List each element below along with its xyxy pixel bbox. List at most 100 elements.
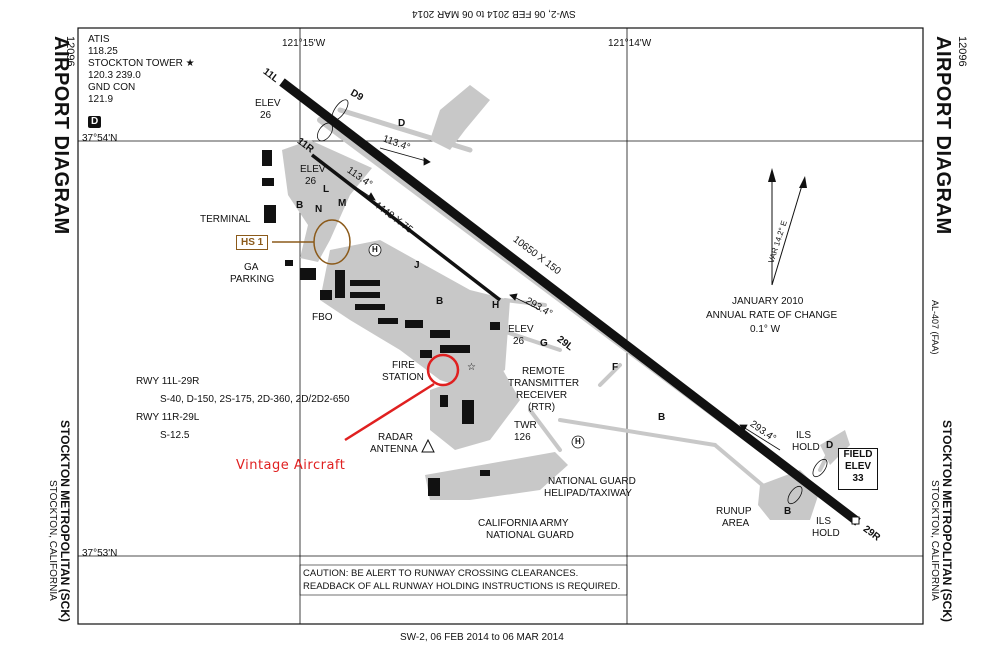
vintage-aircraft-circle (426, 353, 460, 387)
ils-hold-label-4: HOLD (812, 528, 840, 539)
d-box: D (88, 116, 102, 128)
apron-north (430, 85, 490, 150)
hangar (405, 320, 423, 328)
runway1-strength: S-40, D-150, 2S-175, 2D-360, 2D/2D2-650 (160, 394, 350, 405)
rtr-label-3: RECEIVER (516, 390, 568, 401)
longitude-label-1: 121°15'W (282, 38, 326, 49)
tower-label: STOCKTON TOWER ★ (88, 58, 195, 69)
magnetic-north-line (771, 181, 804, 286)
left-airport-name: STOCKTON METROPOLITAN (SCK) (58, 420, 72, 622)
elev-29l-label: ELEV (508, 324, 534, 335)
ground-label: GND CON (88, 82, 136, 93)
building (480, 470, 490, 476)
caution-notice: CAUTION: BE ALERT TO RUNWAY CROSSING CLE… (303, 567, 620, 593)
taxiway-h-label: H (492, 300, 500, 311)
left-city: STOCKTON, CALIFORNIA (47, 480, 58, 601)
elev-11r-label: ELEV (300, 164, 326, 175)
fbo-building (335, 270, 345, 298)
rtr-label-1: REMOTE (522, 366, 565, 377)
latitude-label-2: 37°53'N (82, 548, 118, 559)
building (490, 322, 500, 330)
apron-tower (430, 365, 520, 450)
ils-hold-label-2: HOLD (792, 442, 820, 453)
taxiway-b3-label: B (658, 412, 666, 423)
apron-terminal (282, 140, 372, 262)
right-airport-name: STOCKTON METROPOLITAN (SCK) (940, 420, 954, 622)
ils-hold-mark (787, 485, 803, 505)
runup-label-2: AREA (722, 518, 750, 529)
fire-station-label-1: FIRE (392, 360, 415, 371)
caution-line-1: CAUTION: BE ALERT TO RUNWAY CROSSING CLE… (303, 568, 579, 579)
guard-building (428, 478, 440, 496)
building (262, 150, 272, 166)
atis-frequency: 118.25 (88, 46, 118, 57)
tower-label-map: TWR (514, 420, 537, 431)
taxiway-n-label: N (315, 204, 323, 215)
right-title: AIRPORT DIAGRAM (932, 36, 954, 235)
hangar (378, 318, 398, 324)
bottom-effective-date: SW-2, 06 FEB 2014 to 06 MAR 2014 (400, 632, 564, 643)
radar-label-1: RADAR (378, 432, 414, 443)
runway2-name: RWY 11R-29L (136, 412, 200, 423)
ils-hold-label-3: ILS (816, 516, 832, 527)
guard-heli-label-1: NATIONAL GUARD (548, 476, 636, 487)
taxiway-g (498, 328, 562, 352)
chart-frame (77, 27, 924, 625)
runway-11R-29L (310, 153, 502, 302)
radar-antenna-icon (421, 438, 435, 453)
left-title: AIRPORT DIAGRAM (50, 36, 72, 235)
building (320, 290, 332, 300)
ils-hold-mark (331, 99, 349, 121)
true-north-arrow (768, 168, 776, 182)
building (420, 350, 432, 358)
tower-elev-label: 126 (514, 432, 531, 443)
atis-label: ATIS (88, 34, 110, 45)
vintage-aircraft-arrow (344, 382, 435, 442)
caution-line-2: READBACK OF ALL RUNWAY HOLDING INSTRUCTI… (303, 581, 621, 592)
elev-11r: 26 (305, 176, 317, 187)
runway-11L-29R (279, 78, 861, 526)
ils-hold-mark (812, 458, 828, 478)
latitude-label-1: 37°54'N (82, 133, 118, 144)
taxiway-b2-label: B (436, 296, 444, 307)
elev-11l: 26 (260, 110, 272, 121)
taxiway-heli (528, 408, 562, 452)
taxiway-b-label: B (296, 200, 304, 211)
longitude-label-2: 121°14'W (608, 38, 652, 49)
ga-parking-label-2: PARKING (230, 274, 275, 285)
army-label-2: NATIONAL GUARD (486, 530, 574, 541)
taxiway-g-label: G (540, 338, 548, 349)
rtr-label-4: (RTR) (528, 402, 556, 413)
heliport-icon (368, 243, 382, 257)
top-effective-date: SW-2, 06 FEB 2014 to 06 MAR 2014 (412, 8, 576, 19)
taxiway-b-east (713, 443, 782, 502)
buildings (262, 150, 500, 496)
army-label-1: CALIFORNIA ARMY (478, 518, 569, 529)
hangar (350, 292, 380, 298)
runup-label-1: RUNUP (716, 506, 752, 517)
tower-frequency: 120.3 239.0 (88, 70, 141, 81)
fire-station-label-2: STATION (382, 372, 424, 383)
building (262, 178, 274, 186)
elev-29l: 26 (513, 336, 525, 347)
elev-11l-label: ELEV (255, 98, 281, 109)
ga-parking-label-1: GA (244, 262, 259, 273)
hot-spot-hs1: HS 1 (236, 235, 269, 250)
hangar (350, 280, 380, 286)
caution-box (299, 564, 628, 596)
hangar (355, 304, 385, 310)
magnetic-north-arrow (799, 176, 807, 188)
taxiway-b4-label: B (784, 506, 792, 517)
taxiway-b-south (558, 418, 717, 447)
vintage-aircraft-annotation: Vintage Aircraft (236, 458, 346, 473)
ils-hold-mark (317, 122, 333, 142)
tower-building (462, 400, 474, 424)
apron-guard (425, 452, 568, 500)
taxiway-d2-label: D (826, 440, 834, 451)
magnetic-rate-label: ANNUAL RATE OF CHANGE (706, 310, 838, 321)
field-elev-line1: FIELD (843, 449, 873, 460)
building (300, 268, 316, 280)
taxiway-d-north (337, 107, 473, 153)
